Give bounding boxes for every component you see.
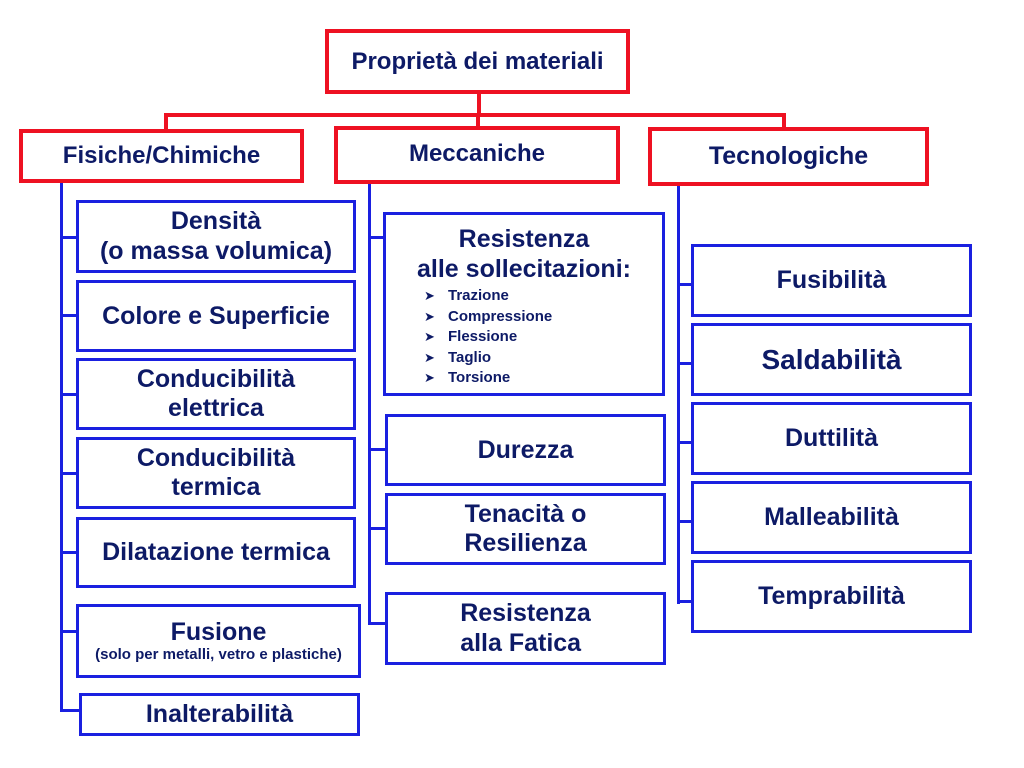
property-label: Resistenza alla Fatica: [460, 599, 591, 657]
property-label: Conducibilità elettrica: [136, 364, 296, 423]
property-label: Durezza: [477, 435, 574, 464]
connector-tick: [60, 630, 78, 633]
property-label: Resistenza alle sollecitazioni:: [417, 225, 631, 283]
connector-spine-fisiche: [60, 182, 63, 712]
stress-type-list: ➤Trazione ➤Compressione ➤Flessione ➤Tagl…: [386, 286, 552, 389]
property-label: Tenacità o Resilienza: [464, 499, 587, 558]
category-label: Meccaniche: [408, 140, 546, 167]
arrowhead-bullet-icon: ➤: [424, 349, 435, 365]
property-node: Duttilità: [691, 402, 972, 475]
connector-tick: [677, 520, 693, 523]
connector-spine-tecnologiche: [677, 182, 680, 604]
property-node: Inalterabilità: [79, 693, 360, 736]
connector-tick: [368, 622, 387, 625]
property-label: Fusione: [170, 618, 267, 647]
property-label: Temprabilità: [758, 582, 905, 610]
list-item: ➤Flessione: [424, 327, 552, 348]
property-label: Saldabilità: [761, 343, 902, 375]
connector-drop-tecnologiche: [782, 113, 786, 129]
property-node: Densità (o massa volumica): [76, 200, 356, 273]
property-label: Fusibilità: [776, 266, 887, 294]
property-label: Conducibilità termica: [136, 443, 296, 502]
connector-tick: [60, 472, 78, 475]
property-label: Duttilità: [784, 424, 879, 452]
connector-tick: [60, 314, 78, 317]
property-node: Fusione (solo per metalli, vetro e plast…: [76, 604, 361, 678]
list-item: ➤Taglio: [424, 348, 552, 369]
property-node: Malleabilità: [691, 481, 972, 554]
connector-tick: [677, 283, 693, 286]
property-label: Malleabilità: [764, 503, 899, 531]
category-node-fisiche: Fisiche/Chimiche: [19, 129, 304, 183]
property-node: Conducibilità elettrica: [76, 358, 356, 430]
arrowhead-bullet-icon: ➤: [424, 329, 435, 344]
property-node: Tenacità o Resilienza: [385, 493, 666, 565]
property-node: Conducibilità termica: [76, 437, 356, 509]
property-note: (solo per metalli, vetro e plastiche): [95, 646, 342, 664]
arrowhead-bullet-icon: ➤: [424, 370, 435, 385]
property-node: Resistenza alla Fatica: [385, 592, 666, 665]
list-item: ➤Torsione: [424, 368, 552, 389]
connector-tick: [677, 441, 693, 444]
connector-tick: [368, 527, 387, 530]
category-label: Fisiche/Chimiche: [62, 142, 261, 169]
arrowhead-bullet-icon: ➤: [424, 308, 435, 324]
connector-tick: [60, 393, 78, 396]
connector-tick: [677, 362, 693, 365]
arrowhead-bullet-icon: ➤: [424, 288, 435, 303]
list-item: ➤Compressione: [424, 307, 552, 328]
property-node: Durezza: [385, 414, 666, 486]
root-node: Proprietà dei materiali: [325, 29, 630, 94]
connector-tick: [368, 448, 387, 451]
connector-tick: [677, 600, 693, 603]
property-node: Resistenza alle sollecitazioni: ➤Trazion…: [383, 212, 665, 396]
connector-drop-fisiche: [164, 113, 168, 132]
category-label: Tecnologiche: [708, 142, 869, 170]
connector-root-stem: [477, 92, 481, 115]
property-node: Fusibilità: [691, 244, 972, 317]
list-item: ➤Trazione: [424, 286, 552, 307]
property-label: Colore e Superficie: [102, 301, 330, 330]
connector-drop-meccaniche: [476, 113, 480, 129]
property-label: Densità (o massa volumica): [99, 207, 333, 265]
category-node-meccaniche: Meccaniche: [334, 126, 620, 184]
connector-tick: [60, 709, 81, 712]
property-label: Inalterabilità: [145, 700, 294, 728]
connector-tick: [368, 236, 385, 239]
property-node: Colore e Superficie: [76, 280, 356, 352]
property-node: Dilatazione termica: [76, 517, 356, 588]
root-label: Proprietà dei materiali: [351, 47, 604, 75]
property-label: Dilatazione termica: [102, 538, 330, 566]
connector-spine-meccaniche: [368, 182, 371, 625]
connector-tick: [60, 236, 78, 239]
property-node: Temprabilità: [691, 560, 972, 633]
category-node-tecnologiche: Tecnologiche: [648, 127, 929, 186]
connector-tick: [60, 551, 78, 554]
property-node: Saldabilità: [691, 323, 972, 396]
connector-horizontal-bar: [164, 113, 786, 117]
